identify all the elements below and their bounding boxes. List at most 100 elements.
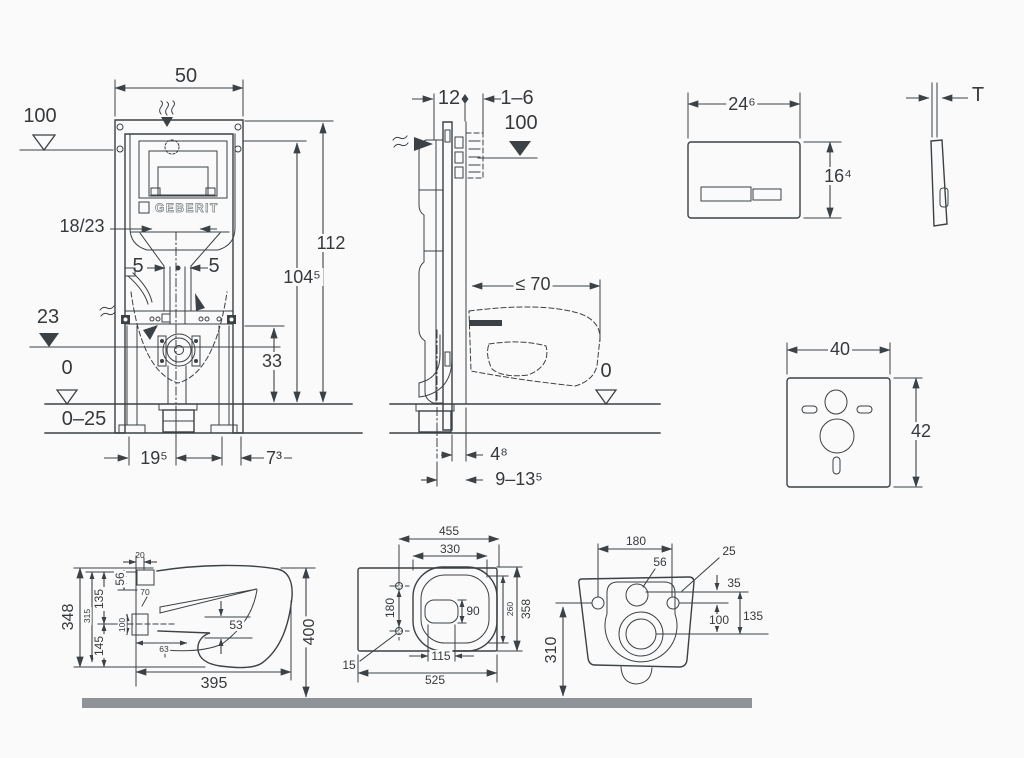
dim-195: 19⁵ [138, 448, 170, 468]
dim-100-rear: 100 [706, 613, 732, 627]
floor-level-symbol [55, 389, 79, 406]
dim-offset-right: 5 [208, 255, 220, 277]
floor-level-symbol-side [594, 389, 618, 406]
dim-145: 145 [92, 633, 106, 659]
water-inlet-icon [99, 305, 158, 340]
rear-body-outline [578, 576, 695, 668]
dim-1045: 104⁵ [281, 267, 323, 287]
hidden-bowl-outline [130, 291, 228, 384]
flush-button-small [752, 188, 782, 201]
dim-floor-range: 0–25 [61, 408, 107, 430]
dim-33: 33 [259, 351, 285, 371]
dim-56-rear: 56 [653, 555, 667, 569]
dim-100-side: 100 [116, 615, 127, 635]
dim-15: 15 [342, 658, 356, 672]
dim-455: 455 [438, 524, 460, 538]
wc-pan-side-view [73, 555, 316, 698]
odour-extraction-icon [159, 100, 175, 127]
dim-63: 63 [157, 643, 171, 654]
dim-115: 115 [429, 649, 453, 663]
dim-pan-height: 348 [60, 603, 77, 631]
dim-73: 7³ [263, 448, 285, 468]
pad-outline [786, 377, 891, 488]
dim-supply-level: 100 [23, 105, 57, 127]
dim-180-top: 180 [383, 597, 397, 619]
supply-level-symbol [509, 141, 531, 156]
flush-funnel [139, 232, 221, 267]
dim-pad-width: 40 [827, 339, 853, 359]
outlet-socket [158, 403, 198, 411]
outlet-elbow [415, 334, 455, 433]
dim-315: 315 [81, 606, 92, 626]
dim-wall-gap: 1–6 [500, 87, 534, 109]
water-supply-icon [392, 135, 433, 151]
logo-square [138, 201, 150, 214]
dim-lines-wc-top [357, 535, 523, 683]
wc-pan-top-view [357, 535, 523, 683]
flush-plate-side-profile [930, 139, 948, 227]
dim-35: 35 [727, 576, 741, 590]
floor-bar [82, 698, 752, 708]
dim-funnel-range: 18/23 [59, 216, 105, 236]
dim-outlet-level: 23 [36, 306, 60, 328]
dim-plate-thickness: T [971, 84, 985, 106]
wc-pan-rear-view [555, 543, 769, 697]
dim-56-side: 56 [113, 570, 127, 588]
dim-310: 310 [543, 636, 560, 664]
water-level-symbol-open [31, 134, 57, 152]
left-foot [118, 424, 146, 434]
outlet-hole [819, 418, 855, 454]
dim-135-side: 135 [92, 586, 106, 612]
dim-135-rear: 135 [742, 609, 764, 623]
dim-floor-level-side: 0 [600, 360, 612, 382]
keyhole-recess [604, 581, 678, 663]
dim-lines-wc-side [73, 557, 316, 698]
inlet-opening [625, 583, 649, 607]
dim-plate-height: 16⁴ [822, 166, 854, 186]
service-box [138, 140, 228, 199]
dim-install-height: 400 [301, 616, 318, 648]
dim-outlet-range: 9–13⁵ [495, 469, 543, 489]
dim-lines-frame-side [412, 93, 601, 487]
dim-53: 53 [227, 618, 245, 632]
dim-pad-height: 42 [908, 421, 934, 441]
dim-wc-depth: ≤ 70 [513, 274, 553, 294]
dim-rail-depth: 12 [437, 87, 461, 109]
flush-plate-front [687, 141, 801, 219]
dim-180-rear: 180 [625, 534, 647, 548]
dim-offset-left: 5 [132, 255, 144, 277]
flush-button-large [700, 186, 752, 202]
dim-lines-wc-rear [559, 543, 743, 697]
dim-330: 330 [439, 542, 461, 556]
wc-pan-outline-dashed [468, 306, 601, 387]
dim-48: 4⁸ [490, 444, 508, 464]
installation-frame-front-view: GEBERIT [19, 79, 363, 466]
dim-70: 70 [140, 586, 150, 597]
dim-358: 358 [519, 598, 533, 620]
dim-supply-level-side: 100 [504, 112, 538, 134]
dim-20: 20 [135, 549, 145, 560]
sound-insulation-pad-view [786, 342, 923, 488]
fixing-hole [666, 596, 680, 610]
cistern-outline [129, 133, 236, 251]
flush-bend [157, 333, 201, 367]
dim-frame-width: 50 [174, 65, 198, 87]
flush-plate-views [687, 82, 968, 227]
geberit-logo-text: GEBERIT [155, 201, 219, 215]
dim-pan-depth: 395 [200, 675, 228, 692]
level-symbol-filled [39, 333, 59, 347]
fixing-hole [591, 596, 605, 610]
dim-plate-width: 24⁶ [726, 94, 758, 114]
dim-25: 25 [722, 544, 736, 558]
dim-260: 260 [504, 599, 515, 619]
wall-finish-zone [465, 132, 484, 179]
cistern-profile [418, 139, 444, 404]
dim-112: 112 [314, 233, 348, 253]
mounting-rail [442, 121, 453, 431]
inlet-hole [824, 389, 848, 415]
dim-525: 525 [422, 673, 448, 687]
dim-90: 90 [466, 604, 480, 618]
installation-frame-side-view [389, 93, 661, 487]
dim-floor-level: 0 [61, 357, 73, 379]
